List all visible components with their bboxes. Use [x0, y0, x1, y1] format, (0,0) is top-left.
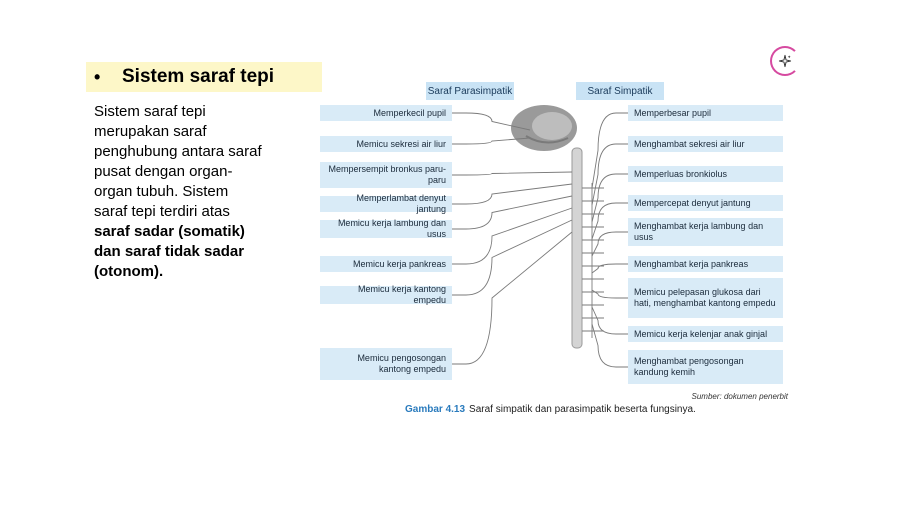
- sympathetic-function: Menghambat pengosongan kandung kemih: [628, 350, 783, 384]
- parasympathetic-function: Memicu pengosongan kantong empedu: [320, 348, 452, 380]
- parasympathetic-function: Memperlambat denyut jantung: [320, 193, 452, 214]
- header-parasympathetic: Saraf Parasimpatik: [426, 82, 514, 100]
- sympathetic-nerve: [591, 173, 628, 223]
- nervous-system-diagram: Saraf Parasimpatik Saraf Simpatik Memper…: [318, 78, 788, 390]
- parasympathetic-nerve: [452, 231, 573, 365]
- slide-title-banner: • Sistem saraf tepi: [86, 62, 322, 92]
- parasympathetic-function: Memicu kerja kantong empedu: [320, 284, 452, 305]
- sympathetic-function: Memicu kerja kelenjar anak ginjal: [628, 326, 783, 342]
- parasympathetic-nerve: [452, 195, 573, 230]
- parasympathetic-function: Memicu sekresi air liur: [320, 136, 452, 152]
- sympathetic-nerve: [591, 202, 628, 240]
- sparkle-icon: [778, 54, 792, 68]
- body-text-bold-2: dan saraf tidak sadar (otonom).: [94, 243, 245, 280]
- brain-illustration: [511, 105, 577, 151]
- sympathetic-function: Menghambat kerja lambung dan usus: [628, 218, 783, 246]
- parasympathetic-nerve: [452, 207, 573, 265]
- magic-assist-button[interactable]: [770, 46, 800, 76]
- parasympathetic-function: Memicu kerja pankreas: [320, 256, 452, 272]
- sympathetic-function: Mempercepat denyut jantung: [628, 195, 783, 211]
- sympathetic-nerve: [591, 112, 628, 189]
- title-bullet: •: [94, 66, 101, 87]
- parasympathetic-nerve: [452, 137, 531, 145]
- diagram-lines: [452, 105, 628, 368]
- figure-source: Sumber: dokumen penerbit: [691, 392, 789, 401]
- sympathetic-nerve: [591, 306, 628, 335]
- figure-number: Gambar 4.13: [405, 404, 466, 415]
- nerve-lines: [452, 112, 628, 368]
- sympathetic-function: Menghambat sekresi air liur: [628, 136, 783, 152]
- body-text-plain-1: Sistem saraf tepi merupakan saraf penghu…: [94, 103, 262, 220]
- parasympathetic-nerve: [452, 219, 573, 296]
- sympathetic-nerve: [591, 263, 628, 274]
- sympathetic-nerve: [591, 323, 628, 368]
- slide-body-text: Sistem saraf tepi merupakan saraf penghu…: [94, 102, 264, 282]
- spinal-cord: [571, 147, 583, 349]
- slide-title: Sistem saraf tepi: [122, 66, 275, 87]
- parasympathetic-function: Memperkecil pupil: [320, 105, 452, 121]
- header-sympathetic: Saraf Simpatik: [576, 82, 664, 100]
- body-text-bold-1: saraf sadar (somatik): [94, 223, 245, 240]
- parasympathetic-nerve: [452, 171, 573, 176]
- parasympathetic-nerve: [452, 183, 573, 205]
- sympathetic-function: Memicu pelepasan glukosa dari hati, meng…: [628, 278, 783, 318]
- sympathetic-function: Menghambat kerja pankreas: [628, 256, 783, 272]
- sympathetic-nerve: [591, 143, 628, 206]
- parasympathetic-nerve: [452, 112, 531, 131]
- parasympathetic-function: Mempersempit bronkus paru-paru: [320, 162, 452, 188]
- sympathetic-nerve: [591, 231, 628, 257]
- sympathetic-nerve: [591, 289, 628, 299]
- sympathetic-function: Memperluas bronkiolus: [628, 166, 783, 182]
- figure-caption-text: Saraf simpatik dan parasimpatik beserta …: [469, 404, 696, 415]
- parasympathetic-function: Memicu kerja lambung dan usus: [320, 218, 452, 239]
- sympathetic-function: Memperbesar pupil: [628, 105, 783, 121]
